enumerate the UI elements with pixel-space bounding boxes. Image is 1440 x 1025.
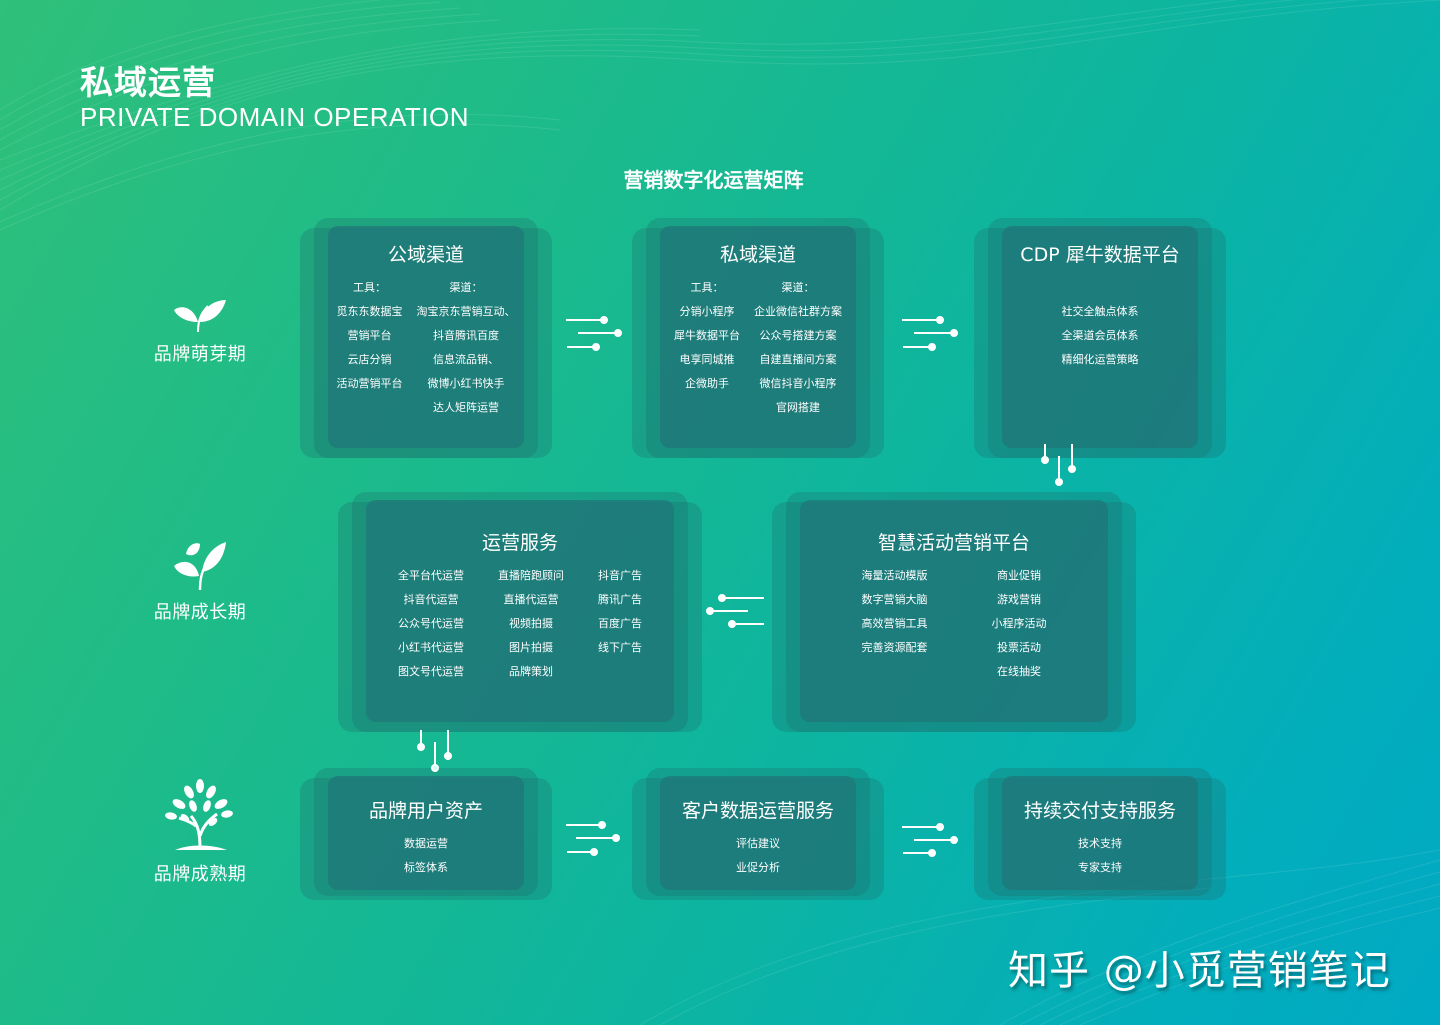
card-title: 持续交付支持服务 [1023,800,1176,822]
channels-column: 渠道： 企业微信社群方案 公众号搭建方案 自建直播间方案 微信抖音小程序 官网搭… [754,281,842,414]
card-title: 品牌用户资产 [368,800,483,822]
stage-growth: 品牌成长期 [140,540,260,624]
connector-arrow-right [564,314,624,354]
channels-column: 渠道： 淘宝京东营销互动、 抖音腾讯百度 信息流品销、 微博小红书快手 达人矩阵… [416,281,516,414]
card-title: 智慧活动营销平台 [877,532,1030,554]
card-delivery-support: 持续交付支持服务 技术支持 专家支持 [974,768,1226,900]
tools-column: 工具： 分销小程序 犀牛数据平台 电享同城推 企微助手 [674,281,740,390]
watermark: 知乎 @小觅营销笔记 [1008,948,1391,994]
stage-label: 品牌成长期 [153,602,247,623]
stage-maturity: 品牌成熟期 [140,778,260,886]
service-column-3: 抖音广告 腾讯广告 百度广告 线下广告 [598,569,642,654]
activity-column-2: 商业促销 游戏营销 小程序活动 投票活动 在线抽奖 [991,569,1047,678]
card-cdp-platform: CDP 犀牛数据平台 社交全触点体系 全渠道会员体系 精细化运营策略 [974,218,1226,458]
connector-arrow-left [706,594,768,630]
service-column-1: 全平台代运营 抖音代运营 公众号代运营 小红书代运营 图文号代运营 [398,569,464,678]
card-operation-service: 运营服务 全平台代运营 抖音代运营 公众号代运营 小红书代运营 图文号代运营 直… [338,492,702,732]
page-title: 私域运营 [80,63,216,102]
tree-icon [165,779,233,850]
growing-plant-icon [174,542,226,591]
card-private-channel: 私域渠道 工具： 分销小程序 犀牛数据平台 电享同城推 企微助手 渠道： 企业微… [632,218,884,458]
connector-arrow-right [900,822,960,862]
stage-label: 品牌成熟期 [153,864,247,885]
matrix-title: 营销数字化运营矩阵 [623,168,804,192]
service-column-2: 直播陪跑顾问 直播代运营 视频拍摄 图片拍摄 品牌策划 [498,569,564,678]
card-brand-user-assets: 品牌用户资产 数据运营 标签体系 [300,768,552,900]
card-smart-activity-platform: 智慧活动营销平台 海量活动模版 数字营销大脑 高效营销工具 完善资源配套 商业促… [772,492,1136,732]
card-title: 私域渠道 [719,244,796,266]
connector-arrow-down [414,728,458,774]
stage-label: 品牌萌芽期 [153,344,247,365]
stage-sprouting: 品牌萌芽期 [140,298,260,366]
card-title: 公域渠道 [387,244,464,266]
card-title: 客户数据运营服务 [681,800,834,822]
activity-column-1: 海量活动模版 数字营销大脑 高效营销工具 完善资源配套 [861,569,928,654]
card-title: CDP 犀牛数据平台 [1020,244,1180,266]
card-public-channel: 公域渠道 工具： 觅东东数据宝 营销平台 云店分销 活动营销平台 渠道： 淘宝京… [300,218,552,458]
connector-arrow-down [1038,442,1078,488]
sprout-icon [174,300,226,333]
card-customer-data-service: 客户数据运营服务 评估建议 业促分析 [632,768,884,900]
tools-column: 工具： 觅东东数据宝 营销平台 云店分销 活动营销平台 [336,281,403,390]
cdp-items: 社交全触点体系 全渠道会员体系 精细化运营策略 [1061,305,1139,366]
connector-arrow-right [564,820,624,860]
page-subtitle-english: PRIVATE DOMAIN OPERATION [80,102,470,132]
connector-arrow-right [900,314,960,354]
card-title: 运营服务 [481,532,558,554]
